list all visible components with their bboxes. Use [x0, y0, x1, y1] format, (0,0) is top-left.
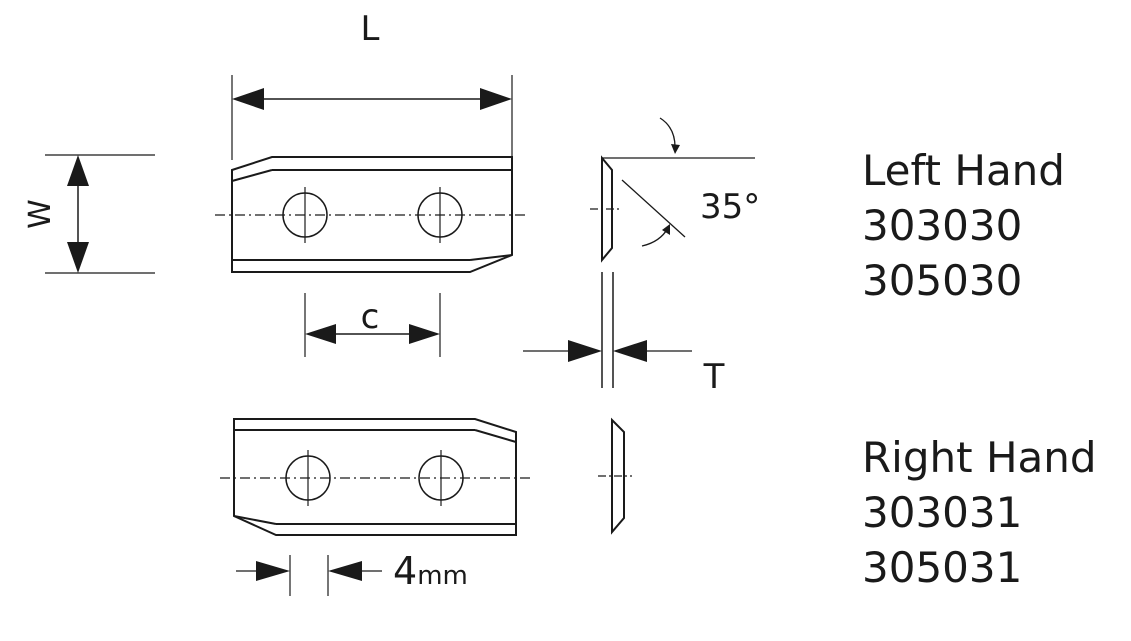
left-hand-part-number: 303030 [862, 201, 1022, 250]
offset-value: 4 [393, 549, 417, 593]
right-hand-part-block: Right Hand 303031 305031 [862, 433, 1097, 592]
center-distance-dimension: c [304, 293, 441, 357]
left-hand-insert-top-view [215, 156, 525, 273]
left-hand-part-block: Left Hand 303030 305030 [862, 146, 1065, 305]
thickness-label: T [703, 357, 725, 397]
length-dimension: L [231, 9, 513, 160]
angle-label: 35° [700, 187, 760, 227]
right-hand-part-number: 303031 [862, 488, 1022, 537]
length-label: L [361, 9, 380, 49]
left-hand-insert-side-view: 35° [590, 117, 760, 263]
width-dimension: W [23, 154, 155, 274]
thickness-dimension: T [523, 272, 725, 397]
right-hand-insert-top-view [220, 418, 530, 536]
offset-unit: mm [417, 561, 468, 591]
width-label: W [23, 199, 58, 229]
offset-label: 4mm [393, 549, 468, 593]
center-distance-label: c [361, 297, 380, 337]
offset-dimension: 4mm [236, 549, 468, 596]
left-hand-part-number: 305030 [862, 256, 1022, 305]
right-hand-title: Right Hand [862, 433, 1097, 482]
right-hand-insert-side-view [598, 417, 632, 535]
left-hand-title: Left Hand [862, 146, 1065, 195]
right-hand-part-number: 305031 [862, 543, 1022, 592]
